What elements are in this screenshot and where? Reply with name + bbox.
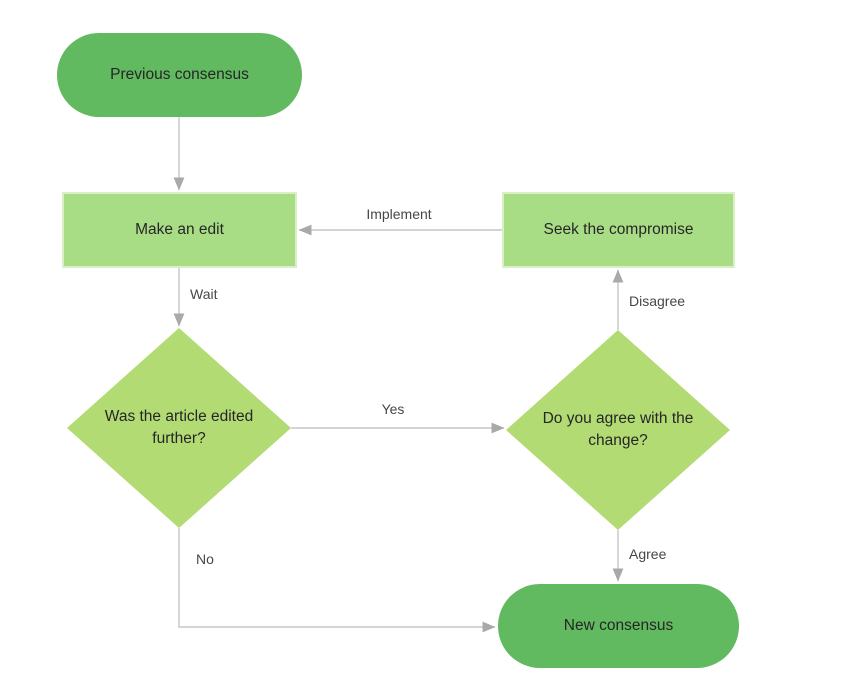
node-label: New consensus — [563, 617, 674, 635]
edge-label-wait: Wait — [190, 286, 218, 302]
edge-label-implement: Implement — [366, 206, 432, 222]
node-label: Was the article edited further? — [104, 408, 254, 447]
node-label: Make an edit — [135, 221, 224, 239]
node-seek-the-compromise[interactable]: Seek the compromise — [502, 192, 735, 268]
node-new-consensus[interactable]: New consensus — [498, 584, 739, 668]
node-label: Seek the compromise — [543, 221, 694, 239]
edge-label-yes: Yes — [381, 401, 405, 417]
connector-edited-further-to-new-consensus — [178, 528, 496, 633]
edge-label-agree: Agree — [629, 546, 667, 562]
edge-label-disagree: Disagree — [629, 293, 686, 309]
edge-label-no: No — [196, 551, 214, 567]
node-previous-consensus[interactable]: Previous consensus — [57, 33, 302, 117]
node-label: Do you agree with the change? — [542, 410, 694, 449]
node-label: Previous consensus — [110, 66, 249, 84]
node-make-an-edit[interactable]: Make an edit — [62, 192, 297, 268]
